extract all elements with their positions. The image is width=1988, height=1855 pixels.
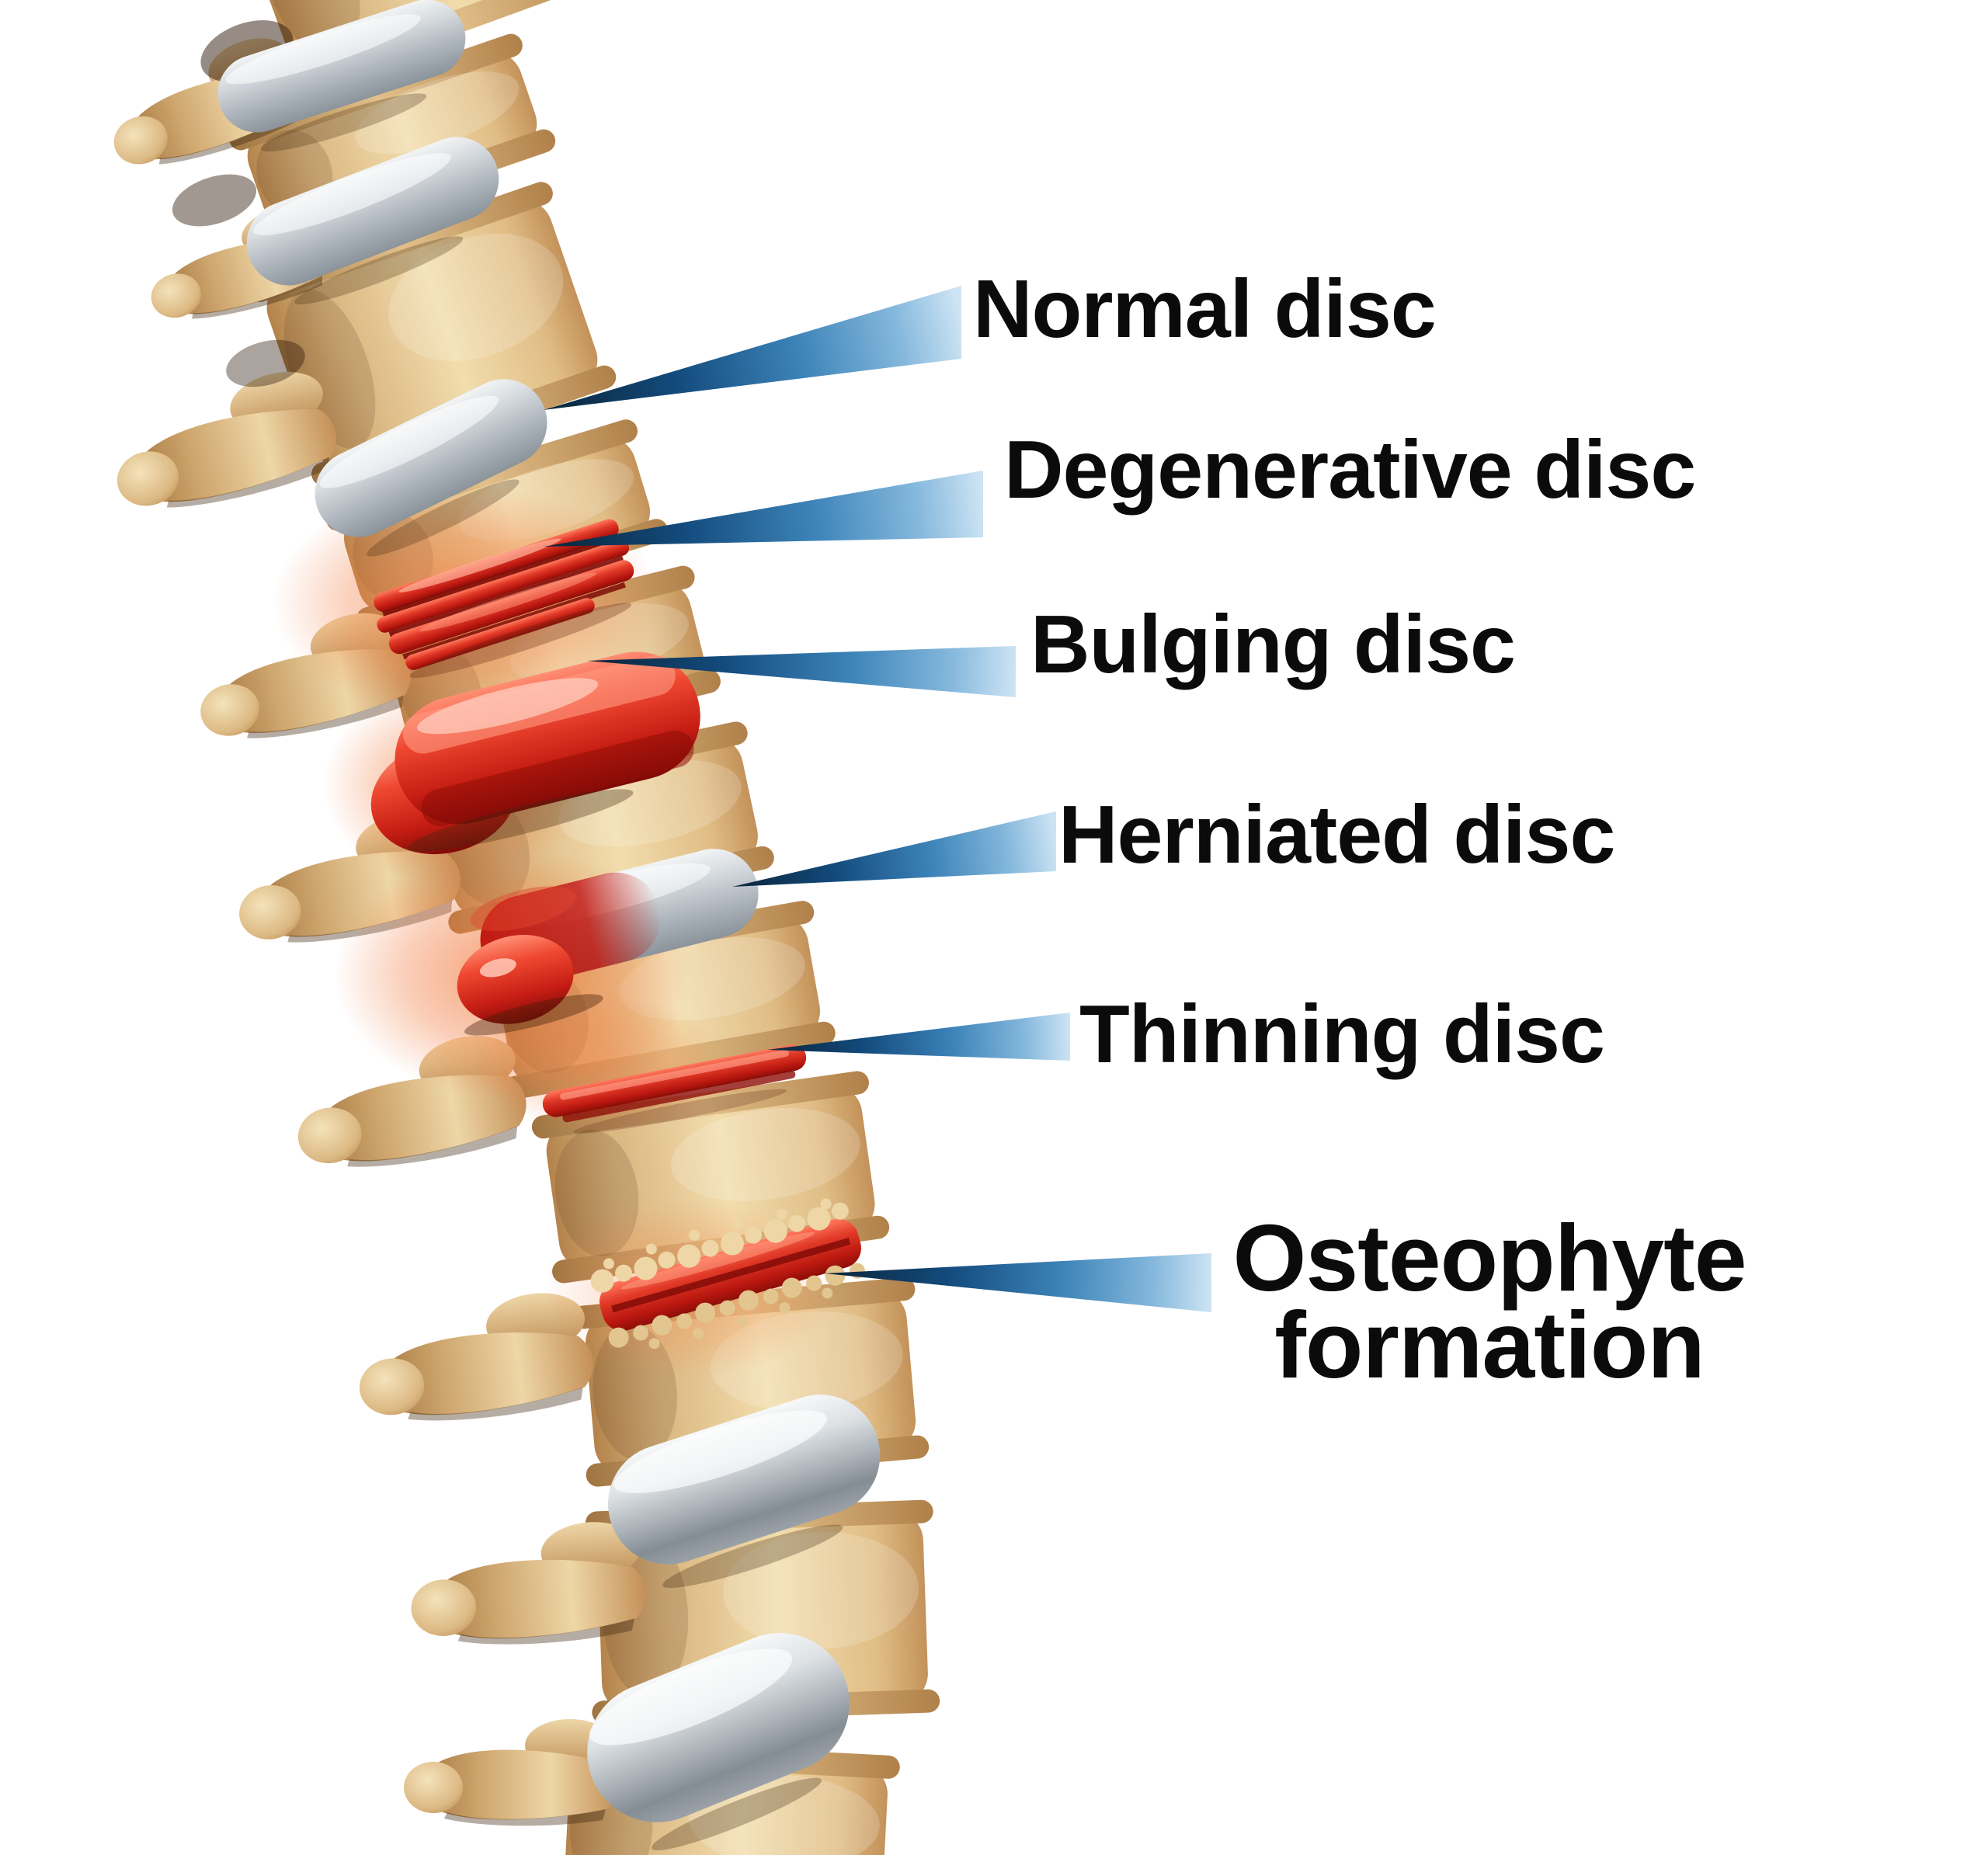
pointer-herniated-disc (732, 811, 1056, 887)
label-osteophyte-line2: formation (1274, 1292, 1705, 1398)
pointer-osteophyte-formation (825, 1253, 1211, 1312)
label-normal-disc: Normal disc (973, 263, 1437, 355)
disc-thinning (542, 1044, 807, 1134)
osteophyte-spurs-top (590, 1198, 849, 1293)
disc-normal (315, 379, 547, 557)
label-osteophyte-line1: Osteophyte (1232, 1205, 1746, 1311)
pointer-normal-disc (544, 286, 961, 410)
disc-bulging (370, 651, 700, 855)
label-thinning-disc: Thinning disc (1079, 988, 1605, 1080)
vertebral-processes (96, 20, 649, 1826)
bone-crevice-shadow (172, 174, 257, 227)
pointer-bulging-disc (587, 646, 1016, 697)
label-degenerative-disc: Degenerative disc (1004, 424, 1696, 516)
label-osteophyte-formation: Osteophyte formation (1229, 1205, 1750, 1398)
disc-gray (246, 137, 499, 305)
disc-herniated-red (457, 872, 661, 1036)
pointers (544, 286, 1211, 1312)
pointer-thinning-disc (767, 1013, 1070, 1061)
disc-gray (217, 0, 466, 152)
disc-silver (608, 1395, 881, 1589)
disc-degenerative (374, 519, 634, 678)
label-bulging-disc: Bulging disc (1030, 599, 1516, 690)
pointer-degenerative-disc (544, 471, 983, 547)
bone-crevice-shadow (226, 339, 305, 387)
label-herniated-disc: Herniated disc (1058, 789, 1615, 881)
discs (217, 0, 881, 1850)
disc-silver (587, 1633, 850, 1850)
